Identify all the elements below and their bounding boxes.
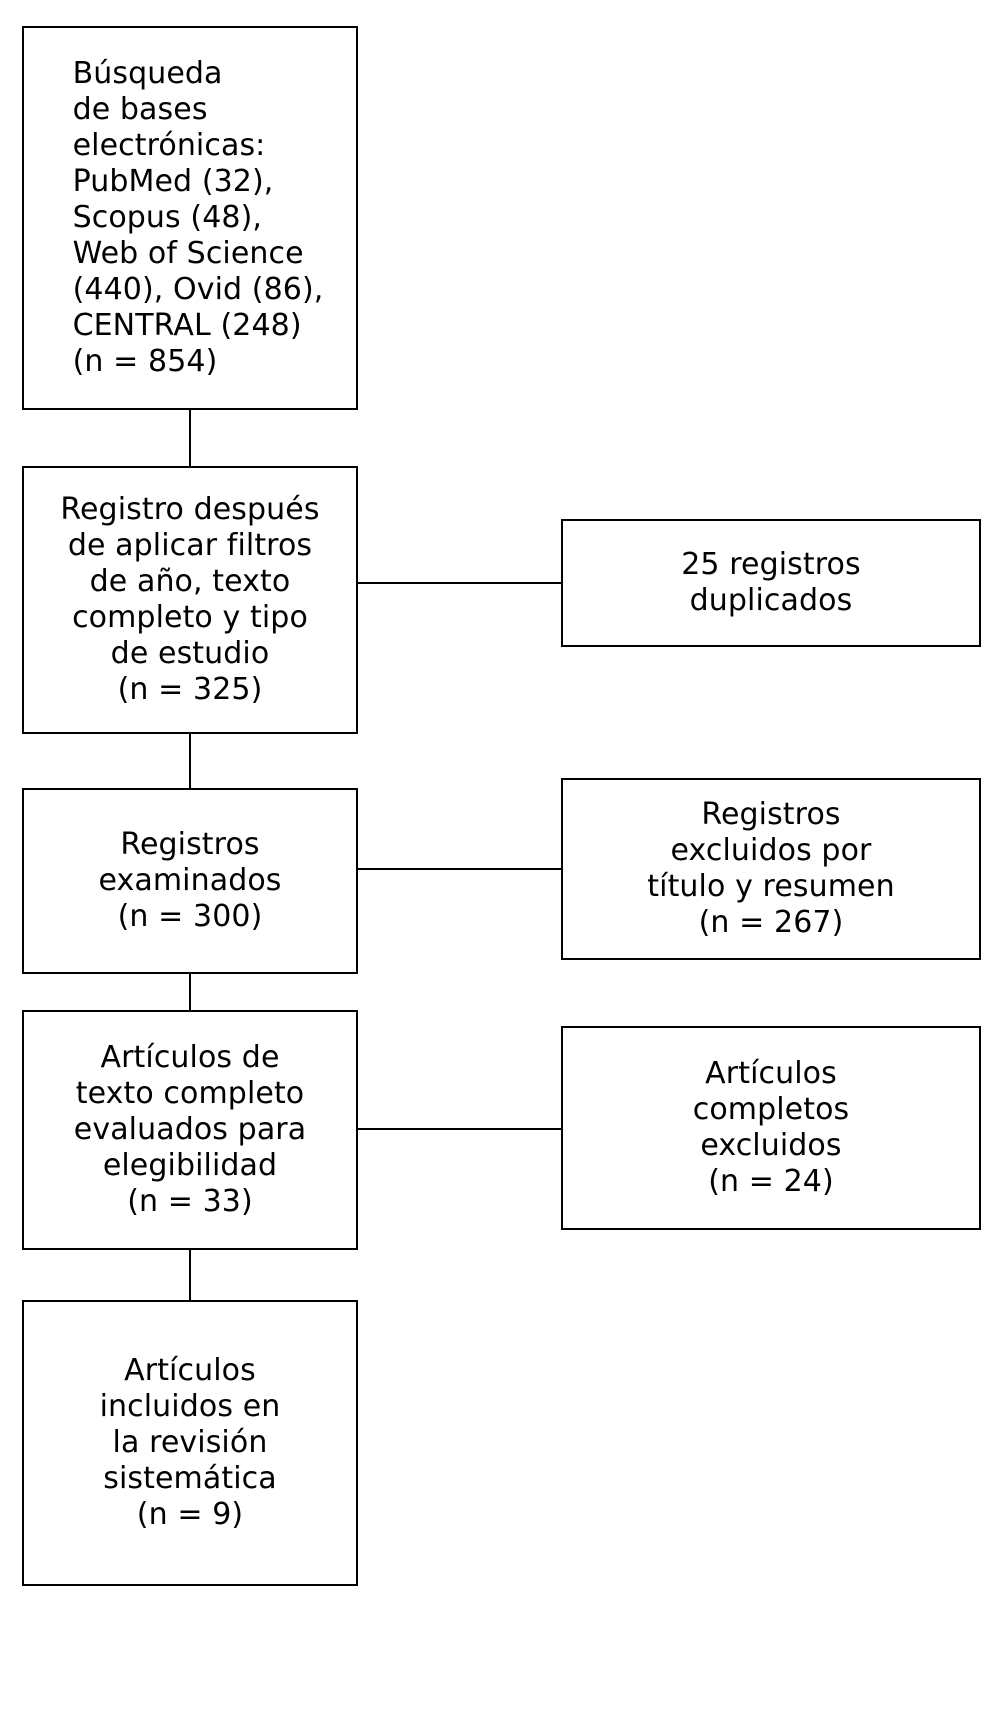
- node-fulltext-assessed-eligibility-label: Artículos de texto completo evaluados pa…: [73, 1040, 307, 1219]
- connector-search-to-filtered: [189, 410, 191, 466]
- node-duplicate-records-label: 25 registros duplicados: [681, 547, 861, 618]
- node-articles-included-systematic-review-label: Artículos incluidos en la revisión siste…: [99, 1353, 281, 1532]
- node-records-excluded-title-abstract: Registros excluidos por título y resumen…: [561, 778, 981, 960]
- node-articles-included-systematic-review: Artículos incluidos en la revisión siste…: [22, 1300, 358, 1586]
- connector-filtered-to-duplicates: [358, 582, 561, 584]
- node-records-after-filters: Registro después de aplicar filtros de a…: [22, 466, 358, 734]
- connector-screened-to-fulltext: [189, 974, 191, 1010]
- connector-fulltext-to-included: [189, 1250, 191, 1300]
- node-electronic-database-search: Búsqueda de bases electrónicas: PubMed (…: [22, 26, 358, 410]
- node-duplicate-records: 25 registros duplicados: [561, 519, 981, 647]
- node-records-excluded-title-abstract-label: Registros excluidos por título y resumen…: [647, 797, 895, 940]
- node-fulltext-assessed-eligibility: Artículos de texto completo evaluados pa…: [22, 1010, 358, 1250]
- node-fulltext-articles-excluded-label: Artículos completos excluidos (n = 24): [692, 1056, 850, 1199]
- node-records-screened: Registros examinados (n = 300): [22, 788, 358, 974]
- connector-fulltext-to-excluded-fulltext: [358, 1128, 561, 1130]
- node-fulltext-articles-excluded: Artículos completos excluidos (n = 24): [561, 1026, 981, 1230]
- connector-screened-to-excluded-title-abstract: [358, 868, 561, 870]
- connector-filtered-to-screened: [189, 734, 191, 788]
- node-electronic-database-search-label: Búsqueda de bases electrónicas: PubMed (…: [72, 56, 324, 379]
- node-records-after-filters-label: Registro después de aplicar filtros de a…: [60, 492, 320, 707]
- node-records-screened-label: Registros examinados (n = 300): [98, 827, 282, 934]
